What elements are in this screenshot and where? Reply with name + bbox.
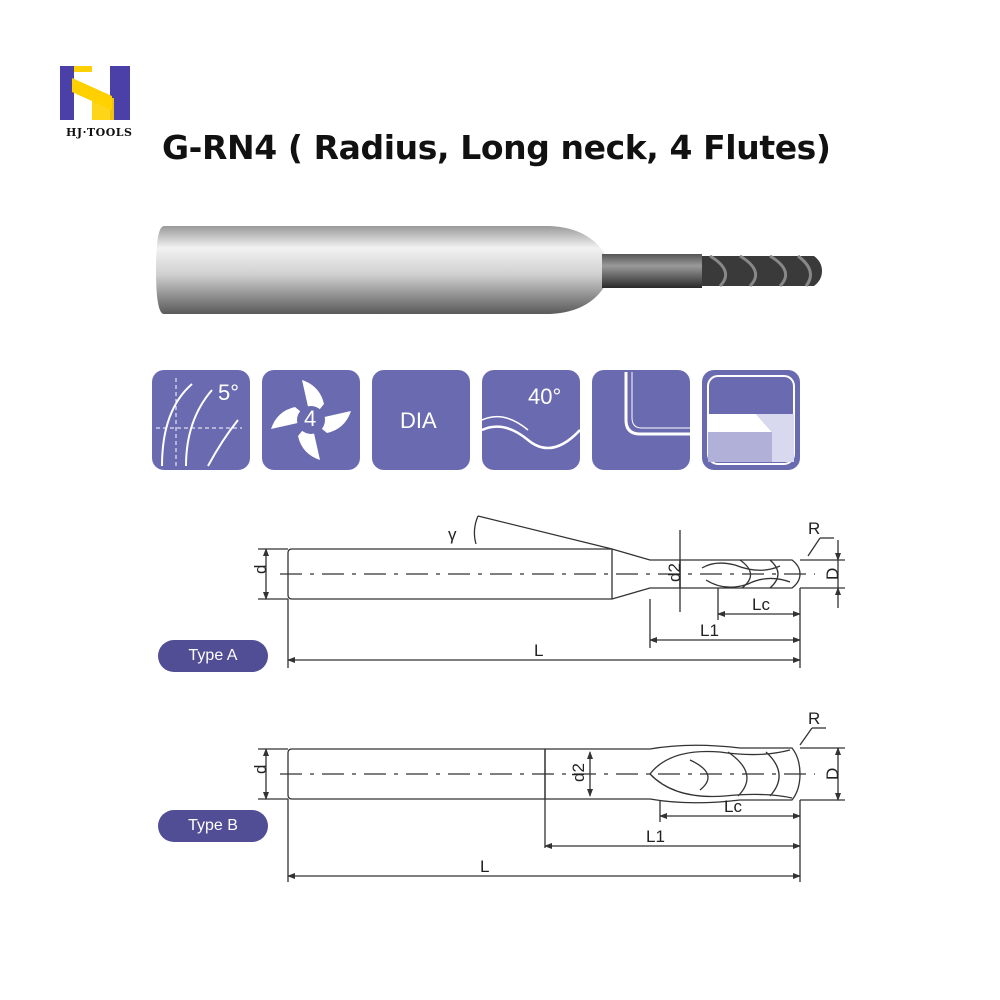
end-mill-product-image: [156, 226, 822, 314]
coating-label: DIA: [400, 408, 437, 433]
neck-diameter-label-a: d2: [665, 563, 684, 582]
helix-angle-icon: 5°: [152, 370, 250, 470]
page-title: G-RN4 ( Radius, Long neck, 4 Flutes): [162, 128, 831, 167]
workpiece-icon: [702, 370, 800, 470]
four-flutes-icon: 4: [262, 370, 360, 470]
technical-drawing: γ R d d2 D Lc L1 L R d d2 D Lc L1 L: [251, 515, 845, 882]
shank-diameter-label-a: d: [251, 565, 270, 574]
flute-length-label-b: Lc: [724, 797, 742, 816]
type-b-badge: Type B: [158, 810, 268, 842]
radius-label-a: R: [808, 519, 820, 538]
helix-40-label: 40°: [528, 384, 562, 409]
gamma-label: γ: [448, 525, 457, 544]
shank-diameter-label-b: d: [251, 765, 270, 774]
cutting-diameter-label-a: D: [823, 568, 842, 580]
cutting-diameter-label-b: D: [823, 768, 842, 780]
helix-40-icon: 40°: [482, 370, 580, 470]
neck-length-label-a: L1: [700, 621, 719, 640]
diamond-coating-icon: DIA: [372, 370, 470, 470]
radius-label-b: R: [808, 709, 820, 728]
hj-tools-logo: [60, 66, 130, 120]
corner-radius-icon: [592, 370, 690, 470]
overall-length-label-a: L: [534, 641, 543, 660]
neck-diameter-label-b: d2: [569, 763, 588, 782]
flute-count-label: 4: [304, 406, 317, 431]
feature-icons-row: 5° 4 DIA 40°: [152, 370, 802, 472]
type-a-badge: Type A: [158, 640, 268, 672]
brand-name: HJ·TOOLS: [66, 126, 133, 139]
overall-length-label-b: L: [480, 857, 489, 876]
helix-angle-label: 5°: [218, 380, 240, 405]
flute-length-label-a: Lc: [752, 595, 770, 614]
neck-length-label-b: L1: [646, 827, 665, 846]
